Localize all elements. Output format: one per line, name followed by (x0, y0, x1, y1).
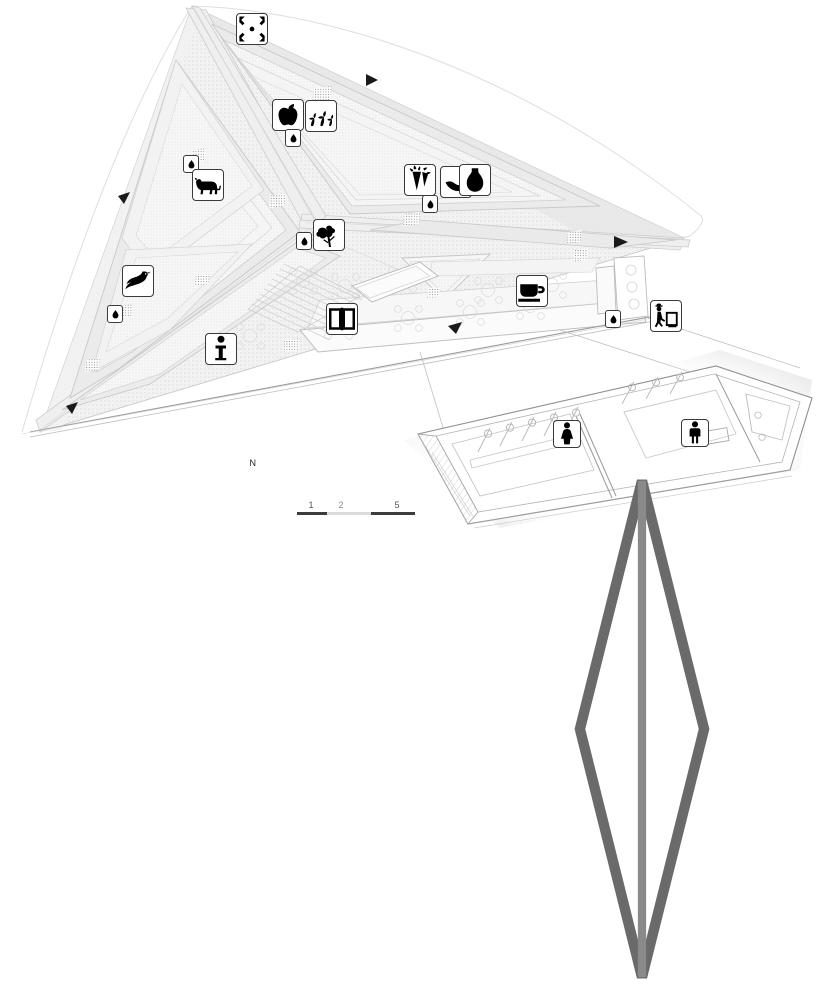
tree-icon (316, 225, 336, 247)
woman-icon (560, 422, 574, 445)
man-icon (689, 421, 701, 444)
seedlings-icon (309, 111, 334, 126)
information-icon[interactable] (205, 333, 237, 365)
info-icon (215, 335, 227, 361)
water-point-icon[interactable] (605, 310, 621, 328)
water-point-icon[interactable] (296, 232, 312, 250)
site-plan-drawing: N 1 2 5 (21, 5, 813, 979)
arboretum-icon[interactable] (313, 219, 345, 251)
scale-bar: 1 2 5 (297, 500, 422, 516)
cow-icon (194, 177, 221, 195)
scale-tick-2: 2 (338, 500, 344, 510)
scale-segment-2 (371, 512, 415, 515)
droplet-icon (427, 199, 433, 208)
droplet-icon (290, 133, 296, 142)
converge-arrows-icon (239, 16, 265, 42)
pavilion-footprint (351, 261, 439, 303)
orchard-icon[interactable] (272, 99, 304, 131)
scale-tick-1: 1 (308, 500, 314, 510)
pottery-workshop-icon[interactable] (459, 164, 491, 196)
droplet-icon (112, 309, 118, 318)
restroom-detail-inset (404, 350, 813, 529)
scale-segment-1 (327, 512, 371, 515)
droplet-icon (610, 314, 616, 323)
droplet-icon (301, 236, 307, 245)
womens-restroom-icon[interactable] (553, 420, 581, 448)
reading-room-icon[interactable] (326, 303, 358, 335)
apple-icon (278, 104, 298, 126)
north-arrow-icon (574, 479, 710, 979)
north-arrow: N (233, 458, 710, 979)
vegetable-garden-icon[interactable] (404, 164, 436, 196)
scale-tick-labels: 1 2 5 (297, 500, 422, 512)
garden-bed-south (61, 239, 341, 411)
coffee-icon (518, 284, 545, 302)
water-point-icon[interactable] (285, 129, 301, 147)
vase-icon (466, 168, 484, 192)
bird-icon (125, 271, 151, 290)
carrots-icon (409, 165, 431, 191)
aviary-icon[interactable] (122, 265, 154, 297)
mens-fixtures (621, 371, 737, 459)
plan-vector-artwork (21, 5, 813, 529)
mens-restroom-icon[interactable] (681, 419, 709, 447)
scale-segment-0 (297, 512, 327, 515)
sculpture-plaza-icon[interactable] (236, 13, 268, 45)
worker-icon (654, 303, 678, 328)
droplet-icon (188, 159, 194, 168)
livestock-paddock-icon[interactable] (192, 169, 224, 201)
water-point-icon[interactable] (422, 195, 438, 213)
north-label: N (249, 458, 257, 468)
water-point-icon[interactable] (183, 155, 199, 173)
water-point-icon[interactable] (107, 305, 123, 323)
scale-tick-5: 5 (394, 500, 400, 510)
scale-bar-segments (297, 512, 422, 516)
site-boundary (21, 5, 703, 433)
gravel-patches (85, 86, 588, 372)
entry-direction-markers (66, 74, 628, 414)
nursery-icon[interactable] (305, 100, 337, 132)
service-staff-icon[interactable] (650, 300, 682, 332)
service-building-strip (595, 255, 649, 321)
book-icon (329, 307, 355, 331)
cafe-icon[interactable] (516, 275, 548, 307)
